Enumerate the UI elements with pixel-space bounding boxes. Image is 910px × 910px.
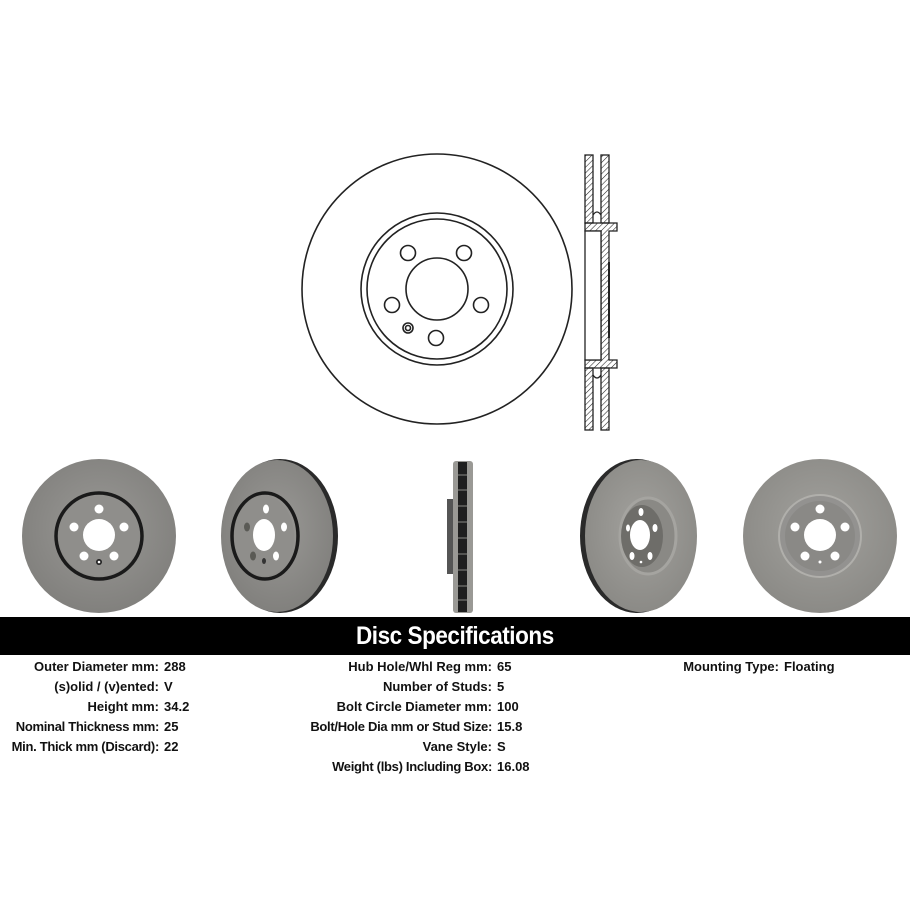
rotor-photo-strip [22,459,897,613]
section-title: Disc Specifications [356,621,554,650]
spec-row-mounting-type: Mounting Type: Floating [0,657,835,677]
spec-label: Number of Studs: [382,679,492,694]
spec-value: 25 [164,719,179,734]
spec-row-number-of-studs: Number of Studs: 5 [0,677,530,697]
spec-row-weight: Weight (lbs) Including Box: 16.08 [0,757,530,777]
spec-label: Hub Hole/Whl Reg mm: [348,659,492,674]
rotor-photo-angled-front [221,459,338,613]
spec-label: Vane Style: [422,739,492,754]
rotor-photo-front-face [22,459,176,613]
spec-row-solid-vented: (s)olid / (v)ented: V [0,677,189,697]
spec-label: Bolt/Hole Dia mm or Stud Size: [310,719,492,734]
spec-value: 100 [497,699,519,714]
spec-row-bolt-circle-diameter: Bolt Circle Diameter mm: 100 [0,697,530,717]
spec-label: Weight (lbs) Including Box: [332,759,492,774]
spec-value: 16.08 [497,759,530,774]
spec-column-2: Hub Hole/Whl Reg mm: 65 Number of Studs:… [0,657,530,777]
rotor-photo-angled-back [580,459,697,613]
spec-value: 65 [497,659,512,674]
spec-value: 22 [164,739,179,754]
spec-row-outer-diameter: Outer Diameter mm: 288 [0,657,189,677]
spec-value: V [164,679,173,694]
spec-value: Floating [784,659,835,674]
spec-column-1: Outer Diameter mm: 288 (s)olid / (v)ente… [0,657,190,757]
spec-label: Height mm: [87,699,160,714]
rotor-photo-back-face [743,459,897,613]
spec-label: Nominal Thickness mm: [15,719,160,734]
spec-label: Outer Diameter mm: [34,659,159,674]
spec-row-vane-style: Vane Style: S [0,737,530,757]
rotor-front-view-drawing [301,153,573,425]
spec-row-nominal-thickness: Nominal Thickness mm: 25 [0,717,189,737]
spec-row-min-thickness: Min. Thick mm (Discard): 22 [0,737,189,757]
spec-row-bolt-hole-diameter: Bolt/Hole Dia mm or Stud Size: 15.8 [0,717,530,737]
spec-value: 34.2 [164,699,190,714]
spec-value: S [497,739,506,754]
spec-value: 15.8 [497,719,523,734]
spec-label: Min. Thick mm (Discard): [11,739,160,754]
spec-value: 5 [497,679,505,694]
spec-label: (s)olid / (v)ented: [54,679,159,694]
rotor-cross-section-drawing [584,154,618,431]
spec-row-hub-hole: Hub Hole/Whl Reg mm: 65 [0,657,530,677]
spec-value: 288 [164,659,186,674]
spec-column-3: Mounting Type: Floating [0,657,835,677]
spec-row-height: Height mm: 34.2 [0,697,190,717]
disc-specifications-header: Disc Specifications [0,617,910,655]
spec-label: Mounting Type: [683,659,779,674]
spec-label: Bolt Circle Diameter mm: [336,699,492,714]
rotor-photo-edge-profile [447,461,473,613]
rotor-technical-drawing [301,153,618,431]
